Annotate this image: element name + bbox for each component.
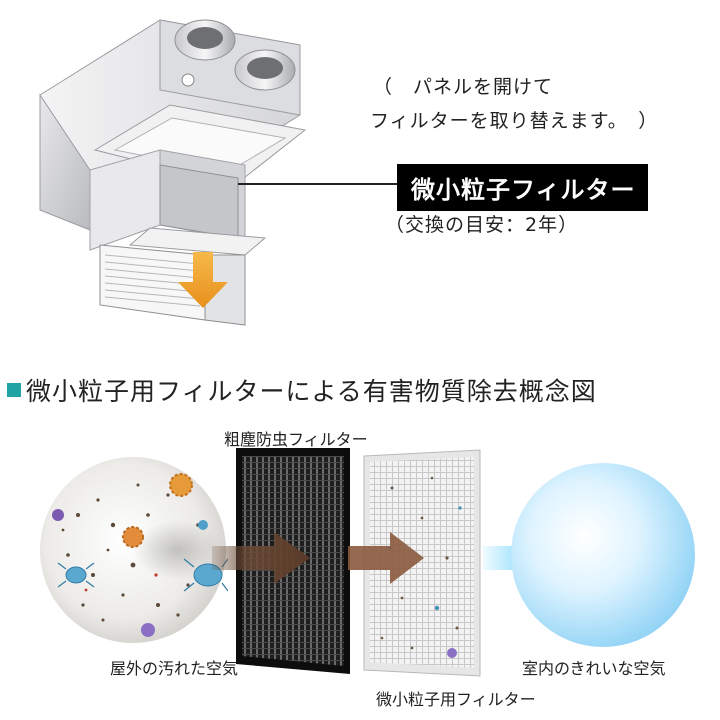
- clean-air-illustration: [508, 460, 698, 650]
- clean-air-label: 室内のきれいな空気: [522, 659, 666, 678]
- instruction-line-2: フィルターを取り替えます。 ）: [370, 110, 659, 132]
- section-bullet-icon: [7, 383, 21, 397]
- dirty-air-illustration: [38, 455, 228, 645]
- section-title: 微小粒子用フィルターによる有害物質除去概念図: [26, 377, 597, 406]
- instruction-line-1: （ パネルを開けて: [373, 76, 554, 98]
- fine-filter-label: 微小粒子用フィルター: [376, 690, 536, 709]
- leader-line: [238, 183, 398, 185]
- coarse-filter-label: 粗塵防虫フィルター: [224, 430, 368, 449]
- airflow-arrow-icon-1: [212, 530, 312, 586]
- replacement-interval: （交換の目安：2年）: [385, 214, 579, 236]
- dirty-air-label: 屋外の汚れた空気: [110, 659, 239, 678]
- ventilation-unit-illustration: [0, 0, 330, 335]
- filter-label: 微小粒子フィルター: [397, 164, 648, 211]
- fine-filter-illustration: [362, 448, 484, 680]
- airflow-arrow-icon-2: [348, 530, 426, 586]
